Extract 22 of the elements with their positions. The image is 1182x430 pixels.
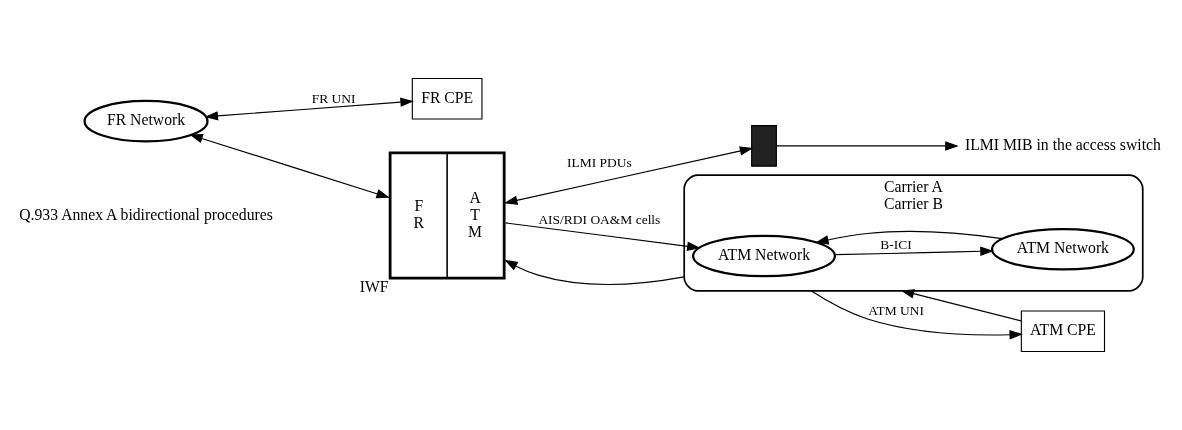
node-ellipse: ATM Network	[990, 227, 1135, 271]
arrow	[810, 290, 1023, 340]
arrow	[900, 289, 1022, 322]
arrow	[189, 134, 390, 199]
edge-label: FR UNI	[311, 90, 356, 106]
arrow	[504, 259, 685, 285]
arrow	[204, 97, 414, 121]
arrow	[503, 146, 754, 205]
node-label: IWF	[359, 278, 389, 296]
arrow	[834, 246, 994, 257]
edge-label: ATM UNI	[868, 303, 924, 319]
node-box: FR CPE	[411, 77, 483, 120]
node-text: ILMI MIB in the access switch	[964, 136, 1161, 154]
node-box	[751, 125, 777, 167]
arrow	[775, 141, 959, 151]
arrow	[505, 222, 701, 251]
edge-label: ILMI PDUs	[567, 154, 632, 170]
edge-label: AIS/RDI OA&M cells	[538, 212, 661, 228]
arrow	[815, 230, 1003, 245]
edge-label: B-ICI	[880, 236, 912, 252]
node-box: ATM CPE	[1020, 310, 1106, 353]
label: Q.933 Annex A bidirectional procedures	[19, 205, 273, 223]
